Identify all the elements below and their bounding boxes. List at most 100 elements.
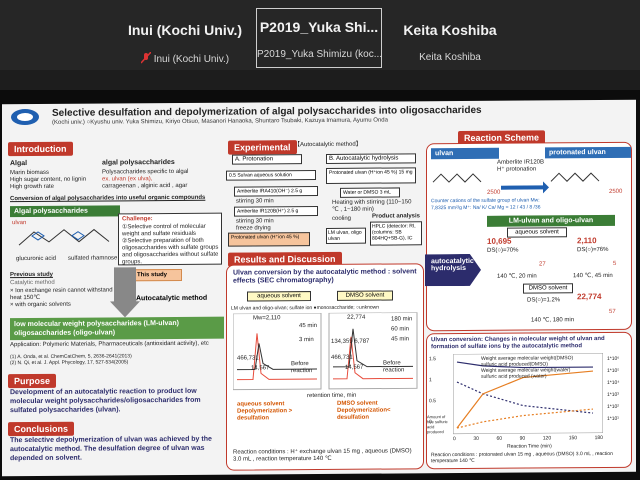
n-27: 27 [539, 261, 546, 268]
participant-label: P2019_Yuka Shimizu (koc... [257, 49, 383, 60]
polys-list: Polysaccharides specific to algal ex. ul… [102, 169, 212, 191]
ulvan-structure-icon [18, 228, 110, 246]
results-legend: LM ulvan and oligo-ulvan; sulfate ion ●m… [231, 304, 380, 312]
step-a: A. Protonation [232, 154, 302, 165]
heating-text: Heating with stirring (110~150 ℃ , 1~180… [332, 199, 412, 213]
lm-box: LM ulvan, oligo ulvan [326, 227, 366, 244]
tick-label: 120 [542, 435, 552, 442]
conversion-conditions: Reaction conditions : protonated ulvan 1… [431, 450, 613, 465]
amberlite-box-2: Amberlite IR120B(H⁺) 2.5 g [234, 206, 318, 217]
peak-label: 3 min [299, 337, 314, 344]
polys-title: algal polysaccharides [102, 159, 175, 167]
previous-study-list: × Ion exchange resin cannot withstand he… [10, 287, 125, 309]
dmso-solvent-box: DMSO solvent [523, 283, 573, 294]
results-conditions: Reaction conditions : H⁺ exchange ulvan … [233, 448, 412, 463]
ds-12: DS(○)=1.2% [527, 297, 561, 304]
dmso-tag: DMSO solvent [337, 290, 393, 301]
participant-name: Keita Koshiba [403, 22, 497, 38]
challenge-item: ①Selective control of molecular weight a… [122, 223, 206, 238]
autocatalytic-label: Autocatalytic method [134, 292, 222, 305]
algal-list: Marin biomass High sugar content, no lig… [10, 170, 100, 192]
mic-muted-icon [140, 51, 152, 64]
amberlite-box-1: Amberlite IRA410(OH⁻) 2.5 g [234, 186, 318, 197]
poster-title: Selective desulfation and depolymerizati… [52, 104, 482, 119]
peak-label: 22,774 [347, 314, 366, 321]
counter-cation-text: Counter cations of the sulfate group of … [431, 197, 541, 212]
tick-label: 150 [568, 435, 578, 442]
references: (1) A. Onda, et al. ChemCatChem, 5, 2636… [10, 353, 222, 366]
protonated-value: 2500 [609, 188, 623, 195]
tick-label: 0 [453, 436, 456, 443]
x-axis-label: Reaction Time (min) [507, 443, 552, 450]
peak-label: 466,731 [237, 355, 259, 362]
list-item: High growth rate [10, 183, 55, 191]
time-2: 140 ℃, 45 min [573, 272, 613, 280]
conclusions-text: The selective depolymerization of ulvan … [10, 435, 212, 463]
participant-tile-inui[interactable]: Inui (Kochi Univ.) Inui (Kochi Univ.) [120, 14, 250, 68]
tick-label: 1*10² [607, 403, 619, 410]
down-arrow-icon [110, 267, 140, 318]
protonated-box-b: Protonated ulvan (H⁺ion 45 %) 15 mg [326, 167, 416, 184]
sulvan-box: 0.5 Sulvan aqueous solution [226, 170, 316, 181]
value-22774: 22,774 [577, 292, 602, 302]
ulvan-band: ulvan [431, 147, 499, 160]
participant-tile-yuka[interactable]: P2019_Yuka Shi... P2019_Yuka Shimizu (ko… [256, 8, 382, 68]
autocatalytic-arrow: autocatalytic hydrolysis [425, 254, 481, 286]
list-item: × with organic solvents [10, 301, 71, 309]
conversion-title: Ulvan conversion: Changes in molecular w… [431, 336, 605, 351]
tick-label: 1*10¹ [607, 415, 619, 422]
tick-label: 1*10⁶ [607, 355, 620, 362]
stir-text: stirring 30 min [236, 198, 274, 205]
participant-tile-keita[interactable]: Keita Koshiba Keita Koshiba [390, 14, 510, 68]
conversion-title: Conversion of algal polysaccharides into… [10, 194, 206, 203]
amberlite-label: Amberlite IR120B H⁺ protonation [497, 159, 545, 173]
application-text: Application: Polymeric Materials, Pharma… [10, 340, 209, 349]
tick-label: 1.5 [429, 356, 436, 363]
y-axis-label: Amount of free sulfuric acid produced [427, 414, 448, 435]
ds-70: DS(○)=70% [487, 247, 519, 254]
results-title: Ulvan conversion by the autocatalytic me… [233, 268, 417, 285]
value-10695: 10,695 [487, 236, 512, 246]
peak-label: 180 min [391, 316, 413, 323]
participant-name: P2019_Yuka Shi... [259, 19, 379, 35]
peak-label: Before reaction [291, 361, 313, 375]
conversion-chart [453, 353, 603, 435]
lm-band: low molecular weight polysaccharides (LM… [10, 316, 224, 341]
algal-title: Algal [10, 160, 28, 168]
university-logo-icon [11, 109, 39, 126]
purpose-heading: Purpose [8, 373, 57, 389]
challenge-title: Challenge: [122, 216, 153, 223]
lm-ulvan-band: LM-ulvan and oligo-ulvan [487, 214, 615, 227]
protonated-box: Protonated ulvan (H⁺ion 45 %) [228, 232, 310, 247]
time-1: 140 ℃, 20 min [497, 273, 537, 280]
challenge-box: Challenge: ①Selective control of molecul… [118, 212, 222, 266]
this-study-label: This study [134, 268, 182, 282]
previous-study-title: Previous study [10, 271, 54, 279]
peak-label: 45 min [299, 323, 318, 330]
legend-item: sulfuric acid produced (water) [481, 373, 547, 380]
algal-band: Algal polysaccharides [10, 205, 120, 218]
sec-chromatogram-icon [233, 312, 418, 391]
ulvan-value: 2500 [487, 189, 501, 196]
participant-bar: Inui (Kochi Univ.) Inui (Kochi Univ.) P2… [0, 0, 640, 70]
product-text: Product analysis [372, 213, 421, 220]
shared-screen[interactable]: Selective desulfation and depolymerizati… [0, 90, 640, 480]
x-axis-label: retention time, min [307, 392, 357, 400]
aqueous-solvent-box: aqueous solvent [507, 227, 567, 238]
tick-label: 0.5 [429, 398, 436, 405]
tick-label: 90 [519, 435, 526, 442]
peak-label: 14,567 [345, 364, 364, 371]
participant-name: Inui (Kochi Univ.) [127, 22, 243, 38]
sulfated-label: sulfated rhamnose [68, 255, 118, 262]
water-box: Water or DMSO 3 mL [340, 187, 400, 198]
reference-item: (2) N. Qi, et al. J. Appl. Phycology, 17… [10, 359, 129, 367]
peak-label: Before reaction [383, 360, 405, 374]
participant-label: Inui (Kochi Univ.) [120, 51, 250, 65]
tick-label: 1*10⁵ [607, 367, 620, 374]
results-box: Ulvan conversion by the autocatalytic me… [226, 263, 424, 471]
tick-label: 1 [429, 377, 432, 384]
peak-label: Mw=2,110 [253, 315, 281, 322]
reaction-scheme-box: ulvan protonated ulvan Amberlite IR120B … [425, 141, 632, 332]
list-item: carrageenan , alginic acid , agar [102, 182, 188, 190]
ds-76: DS(○)=76% [577, 246, 609, 254]
